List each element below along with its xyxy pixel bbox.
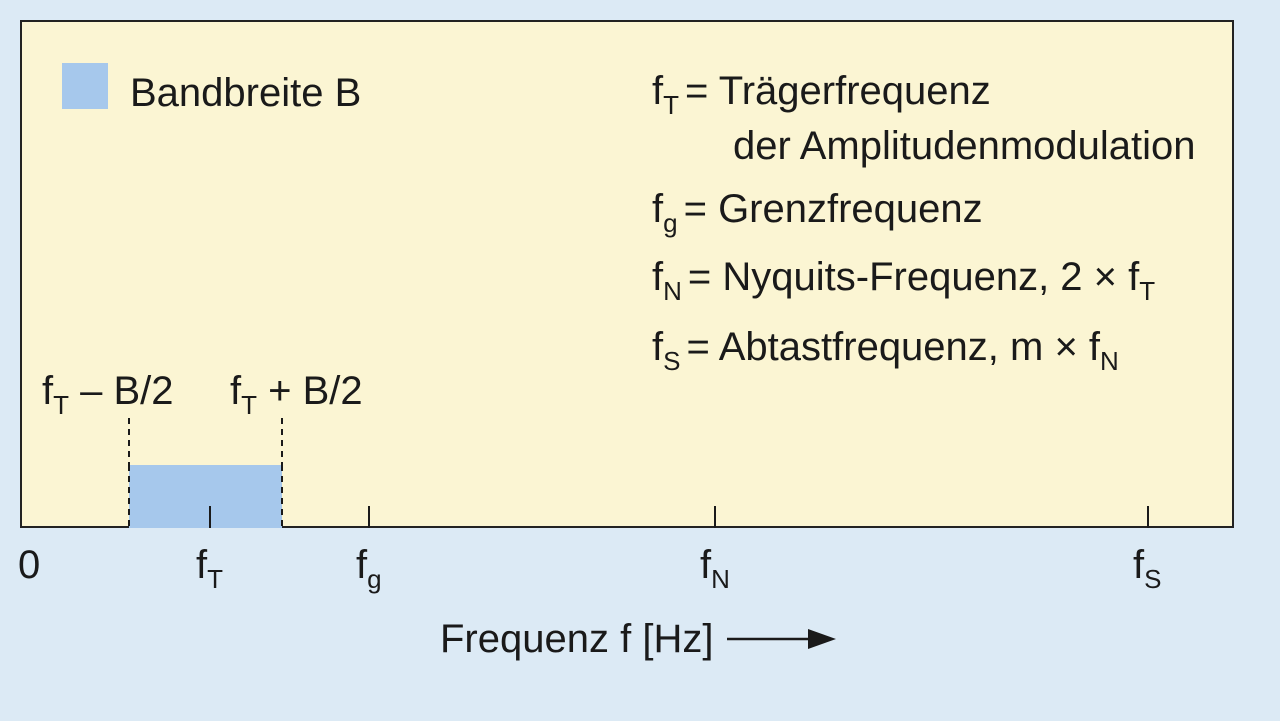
tick-label-fn: fN: [700, 543, 730, 594]
definition-ft-continuation: der Amplitudenmodulation: [733, 124, 1196, 168]
tick-label-fs: fS: [1133, 543, 1161, 594]
tick-label-fg: fg: [356, 543, 382, 594]
bandwidth-block: [129, 465, 282, 528]
definition-fg: fg= Grenzfrequenz: [652, 187, 983, 238]
band-upper-label: fT + B/2: [230, 369, 363, 420]
diagram-panel: [20, 20, 1234, 528]
definition-fs: fS= Abtastfrequenz, m × fN: [652, 325, 1119, 376]
tick-label-ft: fT: [196, 543, 223, 594]
band-lower-label: fT – B/2: [42, 369, 174, 420]
axis-title: Frequenz f [Hz]: [440, 617, 713, 661]
arrow-right-icon: [727, 629, 836, 649]
legend-label: Bandbreite B: [130, 71, 361, 115]
definition-list: fT= Trägerfrequenz der Amplitudenmodulat…: [652, 69, 1196, 376]
axis-origin-label: 0: [18, 543, 40, 587]
definition-fn: fN= Nyquits-Frequenz, 2 × fT: [652, 255, 1155, 306]
definition-ft: fT= Trägerfrequenz: [652, 69, 991, 120]
legend-swatch: [62, 63, 108, 109]
